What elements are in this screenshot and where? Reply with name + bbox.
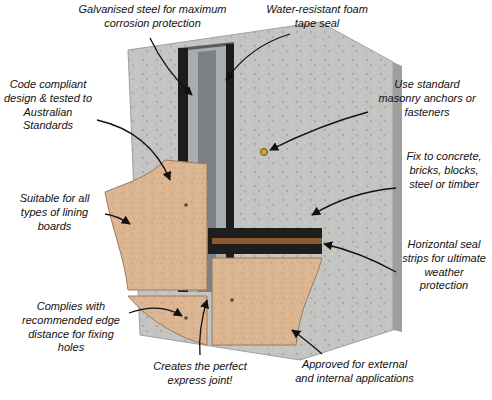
leader-arrow bbox=[312, 188, 396, 215]
callout-label: Horizontal seal strips for ultimate weat… bbox=[400, 238, 488, 293]
lining-board bbox=[128, 296, 207, 345]
callout-label: Code compliant design & tested to Austra… bbox=[2, 78, 94, 133]
fixing-hole bbox=[230, 298, 234, 302]
callout-label: Fix to concrete, bricks, blocks, steel o… bbox=[400, 150, 488, 191]
leader-arrow bbox=[97, 120, 170, 180]
lining-board bbox=[212, 258, 322, 345]
callout-label: Suitable for all types of lining boards bbox=[6, 192, 103, 233]
leader-arrow bbox=[129, 308, 182, 316]
callout-label: Creates the perfect express joint! bbox=[148, 360, 252, 388]
seal-strip bbox=[212, 238, 322, 244]
leader-arrow bbox=[200, 300, 207, 355]
fixing-hole bbox=[184, 316, 188, 320]
leader-arrow bbox=[226, 34, 290, 80]
fixing-hole bbox=[184, 203, 188, 207]
foam-tape bbox=[226, 44, 234, 292]
callout-label: Water-resistant foam tape seal bbox=[262, 3, 372, 31]
leader-arrow bbox=[270, 112, 368, 150]
callout-label: Galvanised steel for maximum corrosion p… bbox=[70, 3, 235, 31]
leader-arrow bbox=[105, 214, 130, 224]
masonry-anchor bbox=[261, 149, 268, 156]
leader-arrow bbox=[150, 38, 192, 95]
horizontal-seal bbox=[208, 228, 322, 254]
callout-label: Complies with recommended edge distance … bbox=[16, 300, 126, 355]
callout-label: Approved for external and internal appli… bbox=[292, 358, 417, 386]
leader-arrow bbox=[292, 330, 322, 354]
callout-label: Use standard masonry anchors or fastener… bbox=[372, 78, 482, 119]
leader-arrow bbox=[324, 244, 396, 272]
lining-board bbox=[105, 160, 207, 290]
